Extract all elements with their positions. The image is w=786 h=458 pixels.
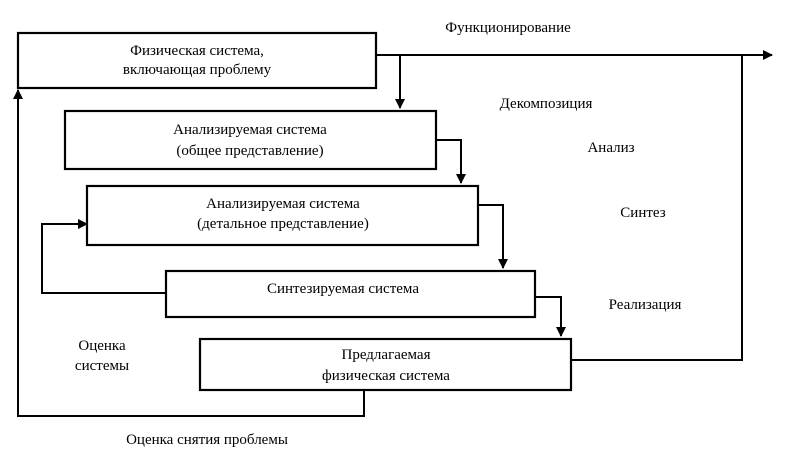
label-problem-removal: Оценка снятия проблемы — [126, 432, 288, 448]
connectors — [13, 50, 773, 417]
physical-system-line2: включающая проблему — [123, 62, 272, 78]
analyzed-detailed-line1: Анализируемая система — [206, 196, 360, 212]
analysis-arrow — [436, 139, 466, 184]
right-feedback-line — [571, 55, 743, 361]
evaluation-loop-arrow — [41, 219, 166, 294]
analyzed-general-line2: (общее представление) — [176, 143, 323, 159]
realization-arrow — [535, 296, 566, 337]
label-decomposition: Декомпозиция — [500, 96, 593, 112]
label-functioning: Функционирование — [445, 20, 571, 36]
box-analyzed-general: Анализируемая система (общее представлен… — [63, 109, 438, 171]
physical-system-line1: Физическая система, — [130, 43, 264, 59]
proposed-line1: Предлагаемая — [342, 347, 431, 363]
box-synthesized: Синтезируемая система — [164, 269, 537, 319]
analyzed-general-line1: Анализируемая система — [173, 122, 327, 138]
box-analyzed-detailed: Анализируемая система (детальное предста… — [85, 184, 480, 247]
label-evaluation-line2: системы — [75, 358, 129, 374]
synthesized-line1: Синтезируемая система — [267, 281, 419, 297]
analyzed-detailed-line2: (детальное представление) — [197, 216, 369, 232]
label-evaluation-line1: Оценка — [78, 338, 126, 354]
label-synthesis: Синтез — [620, 205, 665, 221]
problem-removal-loop-arrow — [13, 89, 365, 417]
box-proposed: Предлагаемая физическая система — [198, 337, 573, 392]
synthesis-arrow — [478, 204, 508, 269]
label-realization: Реализация — [609, 297, 682, 313]
label-analysis: Анализ — [587, 140, 634, 156]
box-physical-system: Физическая система, включающая проблему — [16, 31, 378, 90]
proposed-line2: физическая система — [322, 368, 450, 384]
